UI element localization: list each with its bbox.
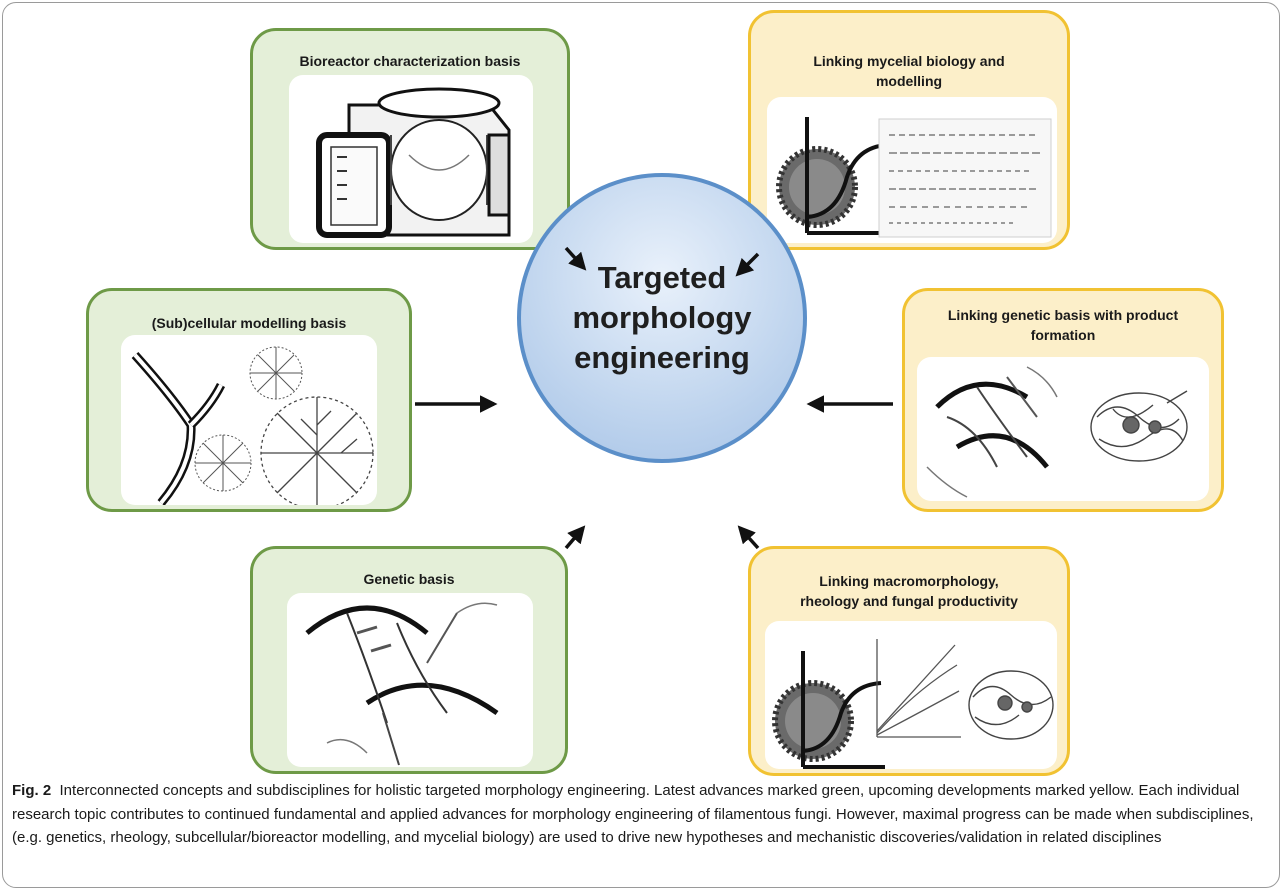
pellet-rheology-protein-sketch — [772, 639, 1054, 769]
mycelial-modelling-illustration — [767, 97, 1057, 243]
box-mycelial-modelling: Linking mycelial biology and modelling — [748, 10, 1070, 250]
caption-text: Interconnected concepts and subdisciplin… — [12, 782, 1254, 846]
center-text-line1: Targeted — [597, 260, 727, 295]
box-bioreactor: Bioreactor characterization basis — [250, 28, 570, 250]
figure-caption: Fig. 2 Interconnected concepts and subdi… — [12, 779, 1267, 850]
rheology-plot — [876, 639, 961, 738]
box-title-macromorphology: Linking macromorphology, rheology and fu… — [800, 573, 1018, 609]
bioreactor-sketch — [316, 87, 511, 238]
box-title-genetic-product: Linking genetic basis with product forma… — [947, 307, 1179, 343]
hyphae-sketch — [131, 346, 374, 505]
protein-scribble-2 — [968, 670, 1054, 740]
pellet-and-equations — [776, 117, 1052, 238]
macromorphology-illustration — [765, 621, 1057, 769]
colony-medium — [194, 434, 252, 492]
box-subcellular: (Sub)cellular modelling basis — [86, 288, 412, 512]
box-genetic-product: Linking genetic basis with product forma… — [902, 288, 1224, 512]
genetic-illustration — [287, 593, 533, 767]
box-title-bioreactor: Bioreactor characterization basis — [299, 53, 521, 69]
genetic-product-illustration — [917, 357, 1209, 501]
center-text-line2: morphology — [572, 300, 752, 335]
colony-small — [249, 346, 303, 400]
box-macromorphology: Linking macromorphology, rheology and fu… — [748, 546, 1070, 776]
dna-helix-sketch — [305, 602, 499, 766]
bioreactor-illustration — [289, 75, 533, 243]
protein-scribble — [1090, 390, 1188, 462]
dna-and-protein-sketch — [926, 366, 1188, 498]
colony-large — [260, 396, 374, 505]
box-title-mycelial-modelling: Linking mycelial biology and modelling — [813, 53, 1005, 89]
box-genetic: Genetic basis — [250, 546, 568, 774]
center-text-line3: engineering — [574, 340, 750, 375]
center-circle-targeted-morphology-engineering: Targeted morphology engineering — [517, 173, 807, 463]
box-title-genetic: Genetic basis — [363, 571, 455, 587]
box-title-subcellular: (Sub)cellular modelling basis — [151, 315, 347, 331]
subcellular-illustration — [121, 335, 377, 505]
caption-label: Fig. 2 — [12, 782, 52, 799]
